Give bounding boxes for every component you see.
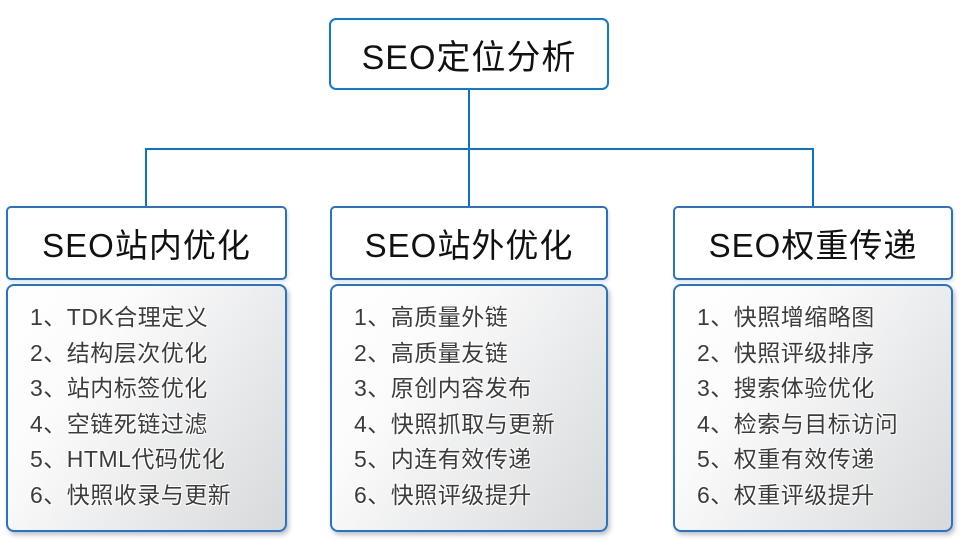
- list-item: 6、快照收录与更新: [30, 481, 232, 508]
- list-item: 3、搜索体验优化: [697, 375, 875, 401]
- root-title: SEO定位分析: [361, 38, 577, 77]
- list-item: 5、内连有效传递: [354, 446, 532, 472]
- list-item: 2、快照评级排序: [697, 339, 875, 366]
- branch-title-box: SEO权重传递: [673, 206, 953, 280]
- root-node: SEO定位分析: [329, 18, 609, 90]
- list-item: 3、站内标签优化: [30, 375, 208, 401]
- list-item: 1、TDK合理定义: [30, 304, 209, 330]
- branch-item-list: 1、TDK合理定义 2、结构层次优化 3、站内标签优化 4、空链死链过滤 5、H…: [6, 284, 287, 532]
- list-item: 3、原创内容发布: [354, 375, 532, 401]
- list-item: 1、快照增缩略图: [697, 304, 875, 330]
- connector-root-stem: [468, 90, 470, 149]
- list-item: 4、检索与目标访问: [697, 410, 899, 437]
- list-item: 2、高质量友链: [354, 339, 509, 366]
- connector-drop-left: [145, 148, 147, 206]
- list-item: 6、快照评级提升: [354, 481, 532, 508]
- branch-item-list: 1、快照增缩略图 2、快照评级排序 3、搜索体验优化 4、检索与目标访问 5、权…: [673, 284, 953, 532]
- list-item: 4、快照抓取与更新: [354, 410, 556, 437]
- connector-horizontal-bar: [145, 148, 814, 150]
- list-item: 6、权重评级提升: [697, 481, 875, 508]
- branch-title: SEO站内优化: [42, 227, 251, 264]
- connector-drop-right: [812, 148, 814, 206]
- list-item: 5、权重有效传递: [697, 446, 875, 472]
- branch-title: SEO站外优化: [364, 227, 574, 264]
- branch-item-list: 1、高质量外链 2、高质量友链 3、原创内容发布 4、快照抓取与更新 5、内连有…: [330, 284, 608, 532]
- list-item: 2、结构层次优化: [30, 339, 208, 366]
- list-item: 5、HTML代码优化: [30, 446, 226, 472]
- connector-drop-middle: [468, 148, 470, 206]
- branch-title-box: SEO站内优化: [6, 206, 287, 280]
- branch-title: SEO权重传递: [708, 227, 918, 264]
- branch-title-box: SEO站外优化: [330, 206, 608, 280]
- list-item: 1、高质量外链: [354, 304, 509, 330]
- list-item: 4、空链死链过滤: [30, 410, 208, 437]
